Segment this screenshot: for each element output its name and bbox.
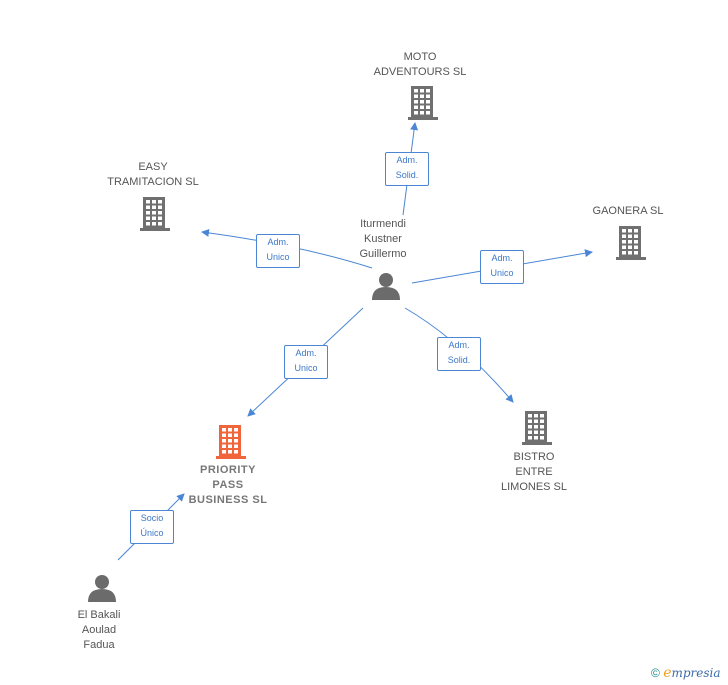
person-icon[interactable] (88, 575, 116, 602)
building-icon[interactable] (408, 86, 438, 120)
node-label-gaonera[interactable]: GAONERA SL (592, 205, 664, 217)
edge-label-to-easy: Adm. Unico (256, 234, 300, 268)
empresia-logo[interactable]: © empresia (651, 665, 721, 681)
copyright-symbol: © (651, 666, 660, 680)
building-icon[interactable] (216, 425, 246, 459)
building-icon[interactable] (522, 411, 552, 445)
building-icon[interactable] (140, 197, 170, 231)
node-label-moto-adventours[interactable]: MOTO ADVENTOURS SL (373, 51, 467, 78)
edge-label-to-moto: Adm. Solid. (385, 152, 429, 186)
edge-label-to-priority: Adm. Unico (284, 345, 328, 379)
node-label-el-bakali[interactable]: El Bakali Aoulad Fadua (77, 609, 121, 651)
edge-label-to-bistro: Adm. Solid. (437, 337, 481, 371)
node-label-iturmendi[interactable]: Iturmendi Kustner Guillermo (359, 218, 407, 260)
node-label-priority-pass[interactable]: PRIORITY PASS BUSINESS SL (188, 464, 268, 506)
brand-name: mpresia (671, 666, 721, 680)
building-icon[interactable] (616, 226, 646, 260)
edge-label-to-gaonera: Adm. Unico (480, 250, 524, 284)
node-label-easy-tramitacion[interactable]: EASY TRAMITACION SL (107, 161, 199, 188)
brand-initial: e (663, 665, 672, 681)
edge-label-elbakali-to-priority: Socio Único (130, 510, 174, 544)
person-icon[interactable] (372, 273, 400, 300)
node-label-bistro-entre-limones[interactable]: BISTRO ENTRE LIMONES SL (500, 451, 568, 493)
